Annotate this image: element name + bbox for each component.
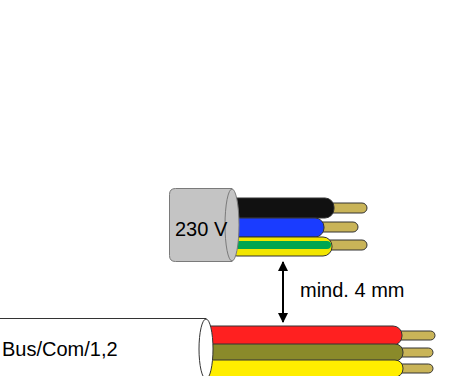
- dimension-arrow: [282, 262, 284, 322]
- green-yellow-wire: [228, 237, 332, 256]
- olive-wire: [200, 344, 403, 361]
- bus-wires: [200, 326, 435, 376]
- cable-label: Bus/Com/1,2: [2, 339, 118, 359]
- black-wire: [228, 198, 334, 218]
- cable-label: 230 V: [175, 219, 227, 239]
- dimension-label: mind. 4 mm: [298, 279, 406, 301]
- green-stripe: [229, 241, 331, 249]
- blue-wire: [228, 218, 324, 237]
- yellow-wire: [200, 360, 403, 376]
- red-wire: [200, 326, 402, 345]
- cable-jacket: Bus/Com/1,2: [0, 318, 214, 376]
- power-wires: [228, 198, 367, 256]
- cable-jacket: 230 V: [169, 188, 240, 262]
